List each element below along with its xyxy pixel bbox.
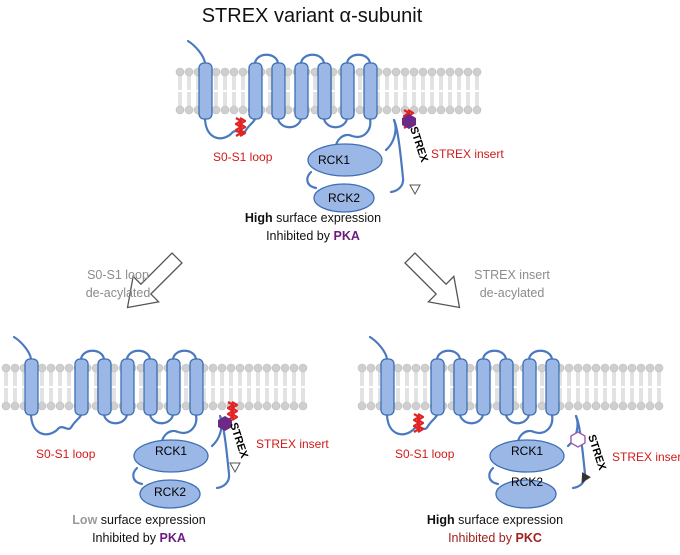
left-caption-line2: Inhibited by PKA bbox=[92, 531, 186, 545]
right-s0s1-label: S0-S1 loop bbox=[395, 447, 455, 461]
right-inhibited: Inhibited by bbox=[448, 531, 515, 545]
top-caption-line1: High surface expression bbox=[245, 211, 381, 225]
left-strex-insert-label: STREX insert bbox=[256, 437, 329, 451]
diagram-title: STREX variant α-subunit bbox=[202, 5, 423, 27]
left-rck1-label: RCK1 bbox=[155, 444, 187, 458]
top-caption-line2: Inhibited by PKA bbox=[266, 229, 360, 243]
top-inhibited: Inhibited by bbox=[266, 229, 333, 243]
right-arrow-line1: STREX insert bbox=[474, 268, 550, 282]
left-pkc-site-icon bbox=[229, 462, 241, 474]
top-channel bbox=[175, 39, 482, 214]
left-strex-label: STREX bbox=[227, 421, 250, 460]
left-level: Low bbox=[72, 513, 97, 527]
right-rck2-label: RCK2 bbox=[511, 475, 543, 489]
left-arrow-line1: S0-S1 loop bbox=[87, 268, 149, 282]
right-strex-insert-label: STREX insert bbox=[612, 450, 680, 464]
right-caption-line2: Inhibited by PKC bbox=[448, 531, 542, 545]
right-caption-line1: High surface expression bbox=[427, 513, 563, 527]
right-pka-site-icon bbox=[570, 431, 586, 448]
top-pka-phospho-icon bbox=[402, 114, 416, 129]
right-strex-label: STREX bbox=[585, 433, 608, 472]
top-rck1-label: RCK1 bbox=[318, 153, 350, 167]
left-arrow-line2: de-acylated bbox=[86, 286, 151, 300]
top-strex-label: STREX bbox=[407, 125, 430, 164]
left-s0s1-label: S0-S1 loop bbox=[36, 447, 96, 461]
left-caption-line1: Low surface expression bbox=[72, 513, 205, 527]
right-channel bbox=[357, 335, 664, 510]
right-arrow-line2: de-acylated bbox=[480, 286, 545, 300]
right-pkc-phospho-icon bbox=[581, 472, 591, 484]
right-level: High bbox=[427, 513, 455, 527]
top-kinase: PKA bbox=[334, 229, 360, 243]
top-s0s1-palmitoyl-icon bbox=[234, 116, 247, 138]
right-transition-arrow bbox=[396, 244, 473, 321]
left-kinase: PKA bbox=[160, 531, 186, 545]
left-inhibited: Inhibited by bbox=[92, 531, 159, 545]
left-pka-phospho-icon bbox=[218, 416, 232, 431]
right-expression: surface expression bbox=[455, 513, 563, 527]
left-transition-arrow bbox=[114, 244, 191, 321]
left-channel bbox=[1, 335, 308, 510]
top-expression: surface expression bbox=[273, 211, 381, 225]
top-s0s1-label: S0-S1 loop bbox=[213, 150, 273, 164]
right-s0s1-palmitoyl-icon bbox=[412, 412, 425, 434]
left-expression: surface expression bbox=[97, 513, 205, 527]
top-pkc-site-icon bbox=[409, 184, 421, 196]
top-rck2-label: RCK2 bbox=[328, 191, 360, 205]
right-rck1-label: RCK1 bbox=[511, 444, 543, 458]
top-strex-insert-label: STREX insert bbox=[431, 147, 504, 161]
right-kinase: PKC bbox=[516, 531, 542, 545]
left-rck2-label: RCK2 bbox=[154, 485, 186, 499]
top-level: High bbox=[245, 211, 273, 225]
